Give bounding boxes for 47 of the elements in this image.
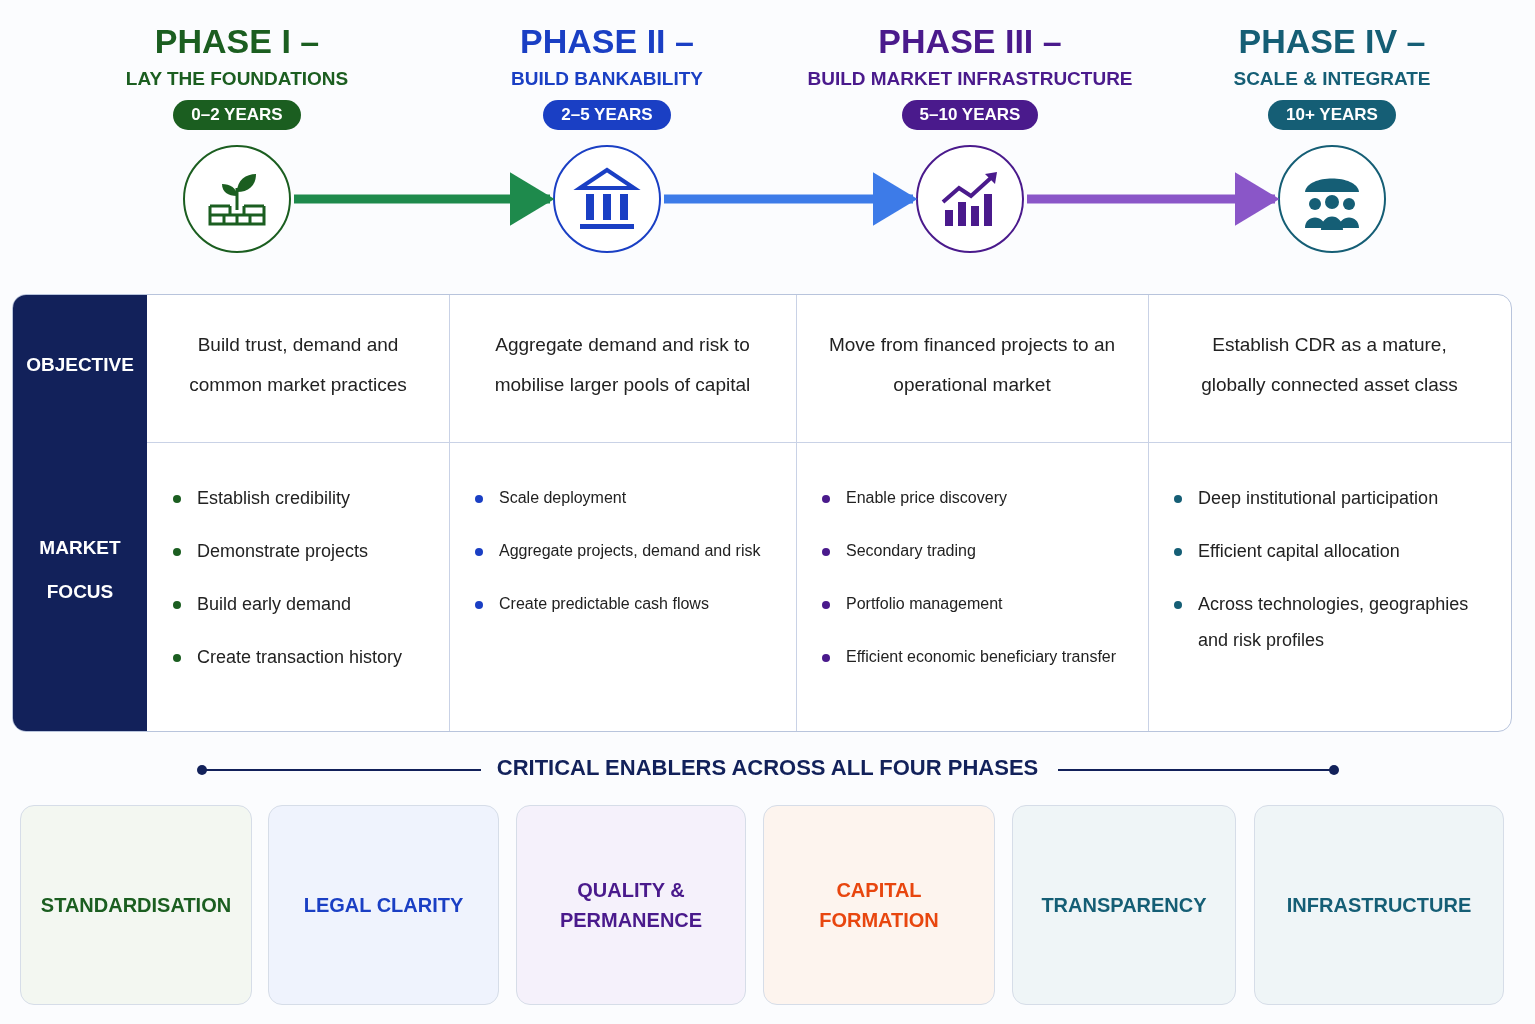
phase-title: PHASE I –: [154, 21, 320, 62]
enabler-card: [763, 805, 995, 1005]
enabler-title: CAPITAL FORMATION: [818, 878, 940, 933]
bullet-item: Create predictable cash flows: [469, 586, 788, 622]
objective-text: Build trust, demand and common market practices: [188, 333, 408, 397]
enabler-card: [1254, 805, 1504, 1005]
enabler-title: QUALITY & PERMANENCE: [558, 878, 704, 933]
phase-subtitle: BUILD BANKABILITY: [510, 67, 704, 91]
bullet-item: Aggregate projects, demand and risk: [469, 533, 788, 569]
phase-title: PHASE II –: [520, 21, 694, 62]
bullet-item: Efficient economic beneficiary transfer: [816, 639, 1140, 675]
phase-subtitle: LAY THE FOUNDATIONS: [125, 67, 349, 91]
bullet-item: Across technologies, geographies and risk profiles: [1168, 586, 1503, 658]
enabler-card: [268, 805, 499, 1005]
bullet-item: Scale deployment: [469, 480, 788, 516]
bullet-item: Build early demand: [167, 586, 441, 622]
phase-subtitle: BUILD MARKET INFRASTRUCTURE: [807, 67, 1133, 91]
bullet-item: Secondary trading: [816, 533, 1140, 569]
enabler-card: [516, 805, 746, 1005]
objective-text: Establish CDR as a mature, globally connected asset class: [1200, 333, 1459, 397]
objective-text: Aggregate demand and risk to mobilise larger pools of capital: [493, 333, 752, 397]
enabler-title: LEGAL CLARITY: [303, 893, 464, 918]
bullet-item: Enable price discovery: [816, 480, 1140, 516]
phase-title: PHASE III –: [878, 21, 1062, 62]
duration-pill: 5–10 YEARS: [901, 100, 1039, 130]
objective-text: Move from financed projects to an operational market: [827, 333, 1117, 397]
arrow: [664, 172, 918, 226]
bullet-item: Establish credibility: [167, 480, 441, 516]
enabler-card: [20, 805, 252, 1005]
phase-title: PHASE IV –: [1238, 21, 1426, 62]
bullet-item: Create transaction history: [167, 639, 441, 675]
duration-pill: 0–2 YEARS: [173, 100, 301, 130]
row-header: MARKET FOCUS: [38, 536, 122, 604]
arrow: [294, 172, 555, 226]
arrow: [1027, 172, 1280, 226]
bullet-item: Efficient capital allocation: [1168, 533, 1503, 569]
enabler-title: STANDARDISATION: [40, 893, 232, 918]
duration-pill: 10+ YEARS: [1268, 100, 1396, 130]
enabler-title: TRANSPARENCY: [1041, 893, 1207, 918]
enabler-card: [1012, 805, 1236, 1005]
phase-subtitle: SCALE & INTEGRATE: [1233, 67, 1431, 91]
bullet-item: Portfolio management: [816, 586, 1140, 622]
enabler-title: INFRASTRUCTURE: [1286, 893, 1472, 918]
bullet-item: Demonstrate projects: [167, 533, 441, 569]
duration-pill: 2–5 YEARS: [543, 100, 671, 130]
row-header: OBJECTIVE: [25, 353, 135, 377]
bullet-item: Deep institutional participation: [1168, 480, 1503, 516]
